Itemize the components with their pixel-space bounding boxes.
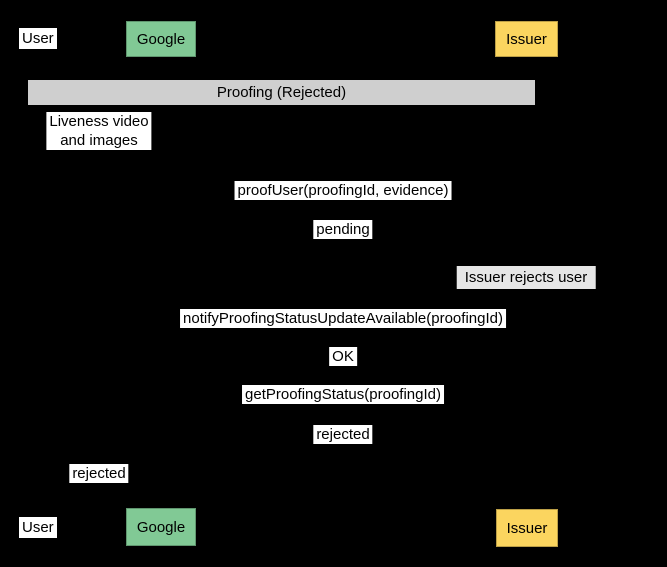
- note-issuer-rejects-user: Issuer rejects user: [456, 266, 596, 289]
- message-liveness-video: Liveness video and images: [46, 112, 152, 150]
- message-proof-user: proofUser(proofingId, evidence): [234, 181, 452, 200]
- actor-issuer-bottom: Issuer: [496, 509, 558, 547]
- actor-google-bottom: Google: [126, 508, 196, 546]
- message-pending: pending: [313, 220, 373, 239]
- fragment-title-band: Proofing (Rejected): [28, 80, 535, 105]
- lifeline-user: [37, 57, 38, 509]
- message-notify-status: notifyProofingStatusUpdateAvailable(proo…: [180, 309, 506, 328]
- actor-google-top: Google: [126, 21, 196, 57]
- message-get-proofing-status: getProofingStatus(proofingId): [242, 385, 444, 404]
- message-rejected-to-user: rejected: [69, 464, 129, 483]
- message-rejected-to-google: rejected: [313, 425, 373, 444]
- lifeline-google: [161, 57, 162, 509]
- actor-user-bottom: User: [19, 517, 57, 538]
- actor-issuer-top: Issuer: [495, 21, 558, 57]
- actor-user-top: User: [19, 28, 57, 49]
- message-ok: OK: [329, 347, 357, 366]
